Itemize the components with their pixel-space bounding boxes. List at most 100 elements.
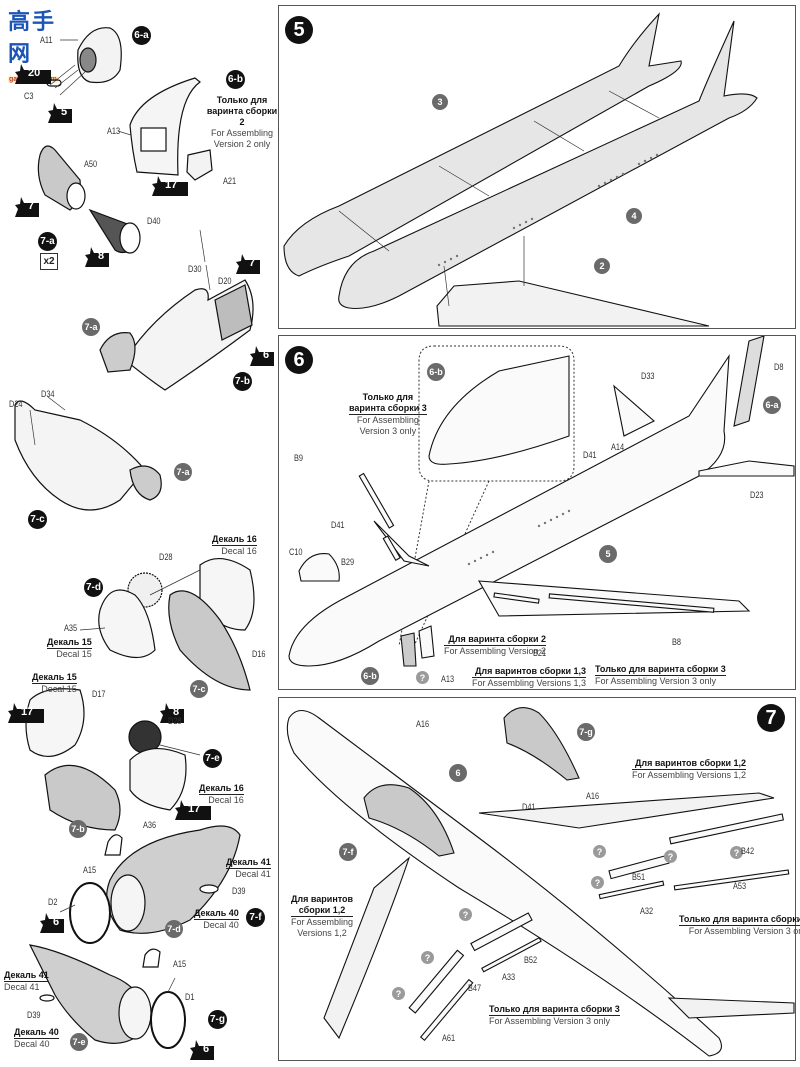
inset-cockpit-nose <box>428 355 570 465</box>
ref-badge-6b: 6-b <box>361 667 379 685</box>
part-label: A61 <box>442 1033 456 1043</box>
part-a11-opening <box>79 47 97 73</box>
part-label: D33 <box>641 371 655 381</box>
ref-badge-7a: 7-a <box>174 463 192 481</box>
color-star-5: 5 <box>48 103 84 123</box>
part-label: D24 <box>9 399 23 409</box>
part-b47 <box>408 949 465 1014</box>
wing-right-step7 <box>478 792 775 829</box>
ref-badge-7a: 7-a <box>82 318 100 336</box>
part-label: D30 <box>188 264 202 274</box>
assembly-7c <box>14 400 146 511</box>
part-label: A15 <box>173 959 187 969</box>
ref-badge-part-4: 4 <box>626 208 642 224</box>
step-7-panel: 7 7-g 6 7-f ? ? ? ? ? ? ? A16 D41 A16 B4… <box>278 697 800 1061</box>
part-label: D40 <box>147 216 161 226</box>
part-label: D23 <box>750 490 764 500</box>
color-star-20: 20 <box>15 64 51 84</box>
part-d33 <box>613 384 655 437</box>
ref-badge-part-3: 3 <box>432 94 448 110</box>
ref-badge-6: 6 <box>449 764 467 782</box>
hint-badge: ? <box>416 671 429 684</box>
part-a33 <box>481 936 542 973</box>
step-6-drawing <box>288 335 795 667</box>
substep-badge-7a: 7-a <box>38 232 57 251</box>
part-label: A13 <box>107 126 121 136</box>
step-6-panel: 6 6-b 6-a 5 6-b ? B9 D41 B29 C10 D33 A14… <box>278 335 796 690</box>
part-label: B29 <box>341 557 355 567</box>
hint-badge: ? <box>421 951 434 964</box>
part-d40-ring <box>119 222 141 254</box>
hint-badge: ? <box>591 876 604 889</box>
part-label: A33 <box>502 972 516 982</box>
wing-left-step7 <box>323 856 411 1040</box>
part-label: C10 <box>289 547 303 557</box>
ref-badge-7f: 7-f <box>339 843 357 861</box>
ref-badge-6a: 6-a <box>763 396 781 414</box>
step-number-5: 5 <box>285 16 313 44</box>
part-label: D8 <box>774 362 784 372</box>
engine-7g-intake <box>118 986 152 1040</box>
part-label: C3 <box>24 91 34 101</box>
hint-badge: ? <box>730 846 743 859</box>
ref-badge-7b: 7-b <box>69 820 87 838</box>
left-column-drawings <box>14 27 255 1049</box>
part-label: A32 <box>640 906 654 916</box>
part-d8 <box>733 335 765 427</box>
quantity-badge: x2 <box>40 253 58 270</box>
part-a35 <box>98 589 156 659</box>
part-label: B9 <box>294 453 304 463</box>
part-d20 <box>214 284 253 341</box>
substep-badge-6a: 6-a <box>132 26 151 45</box>
part-label: D2 <box>48 897 58 907</box>
step-7-drawing <box>286 707 795 1057</box>
step-5-drawing <box>283 12 758 327</box>
substep-badge-7g: 7-g <box>208 1010 227 1029</box>
substep-badge-7e: 7-e <box>203 749 222 768</box>
note-version-2-only: Только для варинта сборки 2 For Assembli… <box>206 95 278 149</box>
hint-badge: ? <box>392 987 405 1000</box>
part-label: A36 <box>143 820 157 830</box>
substep-badge-6b: 6-b <box>226 70 245 89</box>
color-star-6: 6 <box>190 1040 226 1060</box>
part-label: D20 <box>218 276 232 286</box>
part-7a-cone-c <box>129 465 162 501</box>
ref-badge-6b-inset: 6-b <box>427 363 445 381</box>
ref-badge-7g: 7-g <box>577 723 595 741</box>
color-star-8: 8 <box>85 247 121 267</box>
fuselage-upper-half <box>283 12 682 277</box>
part-label: B47 <box>468 983 482 993</box>
color-star-7: 7 <box>15 197 51 217</box>
part-d39-g <box>39 994 55 1002</box>
part-label: A14 <box>611 442 625 452</box>
part-label: B8 <box>672 637 682 647</box>
part-a32 <box>598 880 665 900</box>
step-number-7: 7 <box>757 704 785 732</box>
stabilizer-step7 <box>667 997 795 1019</box>
note-version-3-only: Только для варинта сборки 3 For Assembli… <box>349 392 427 436</box>
part-d2-ring <box>69 882 111 944</box>
part-label: D16 <box>252 649 266 659</box>
color-star-17: 17 <box>175 800 211 820</box>
part-label: A16 <box>586 791 600 801</box>
substep-badge-7d: 7-d <box>84 578 103 597</box>
hint-badge: ? <box>593 845 606 858</box>
part-d17 <box>25 688 85 757</box>
part-label: A16 <box>416 719 430 729</box>
part-a13-window <box>140 127 167 152</box>
part-c10 <box>298 553 340 582</box>
color-star-6: 6 <box>40 913 76 933</box>
part-label: B21 <box>533 648 547 658</box>
part-label: D1 <box>185 992 195 1002</box>
part-label: B52 <box>524 955 538 965</box>
part-label: D39 <box>27 1010 41 1020</box>
part-d1-ring <box>150 991 186 1049</box>
part-b9 <box>358 472 395 529</box>
